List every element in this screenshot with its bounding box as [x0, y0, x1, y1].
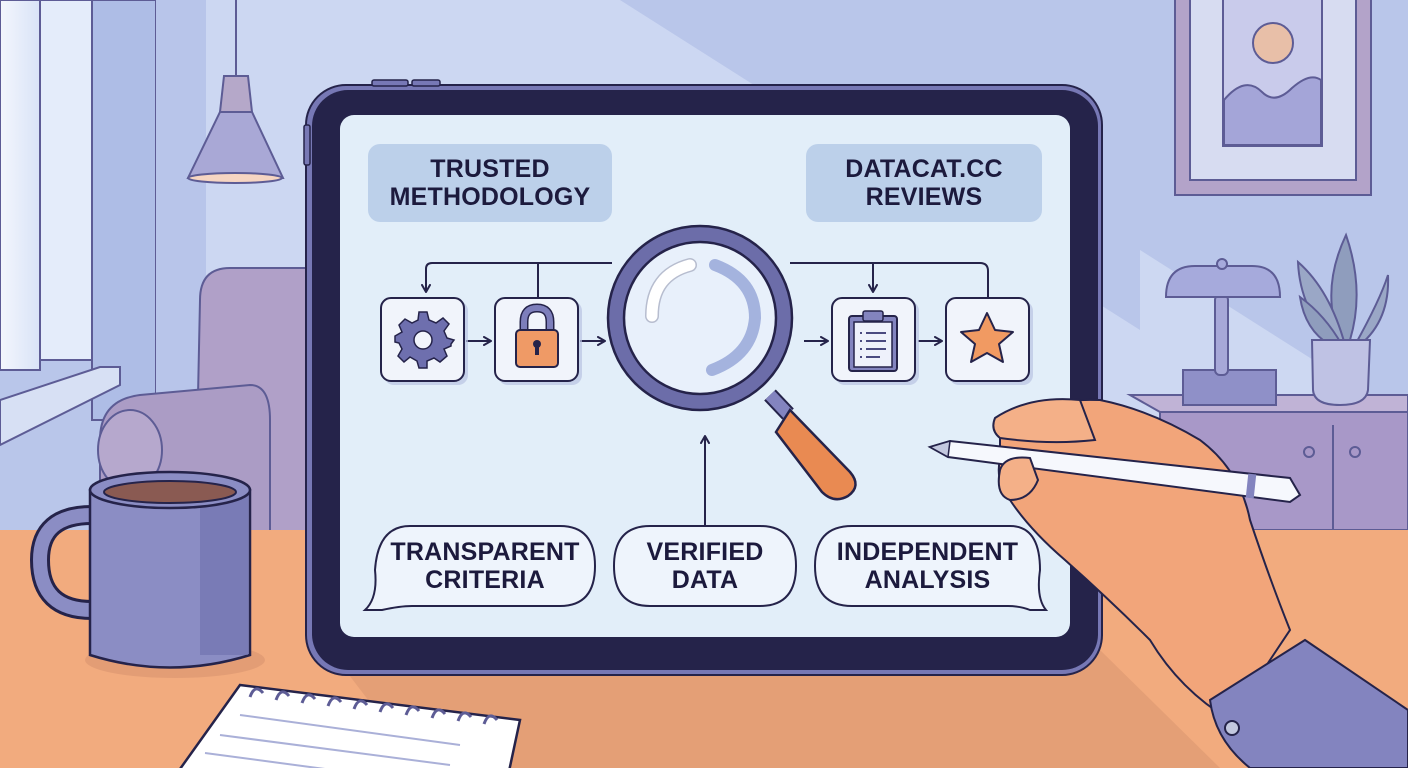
bubble-verified-data: VERIFIED DATA: [614, 538, 796, 594]
flow-step-gear[interactable]: [380, 297, 468, 385]
flow-step-star[interactable]: [945, 297, 1033, 385]
desk-lamp: [1164, 258, 1282, 406]
gear-icon: [394, 311, 456, 369]
bubble-transparent-criteria: TRANSPARENT CRITERIA: [380, 538, 590, 594]
bubble-1-line1: TRANSPARENT: [390, 538, 580, 566]
bubble-3-line1: INDEPENDENT: [836, 538, 1019, 566]
potted-plant: [1296, 232, 1390, 407]
window: [0, 0, 206, 447]
hand-with-stylus: [927, 398, 1408, 768]
flow-step-lock[interactable]: [494, 297, 582, 385]
header-right-line2: REVIEWS: [865, 183, 983, 211]
magnifying-glass-icon: [606, 224, 857, 501]
header-trusted-methodology: TRUSTED METHODOLOGY: [368, 144, 612, 222]
bubble-1-line2: CRITERIA: [425, 566, 545, 594]
bubble-2-line2: DATA: [671, 566, 739, 594]
header-datacat-reviews: DATACAT.CC REVIEWS: [806, 144, 1042, 222]
bubble-2-line1: VERIFIED: [646, 538, 764, 566]
pendant-lamp: [186, 0, 285, 184]
bubble-independent-analysis: INDEPENDENT ANALYSIS: [815, 538, 1040, 594]
clipboard-checklist-icon: [848, 310, 898, 372]
bubble-3-line2: ANALYSIS: [864, 566, 991, 594]
bubble-shapes: [362, 525, 1049, 611]
flow-step-clipboard[interactable]: [831, 297, 919, 385]
wall-picture: [1174, 0, 1372, 196]
padlock-icon: [515, 303, 559, 368]
header-left-line1: TRUSTED: [430, 155, 550, 183]
coffee-mug: [29, 470, 265, 678]
spiral-notepad: [179, 683, 522, 768]
star-icon: [960, 312, 1014, 363]
header-left-line2: METHODOLOGY: [389, 183, 591, 211]
header-right-line1: DATACAT.CC: [845, 155, 1003, 183]
flow-connectors: [421, 262, 989, 525]
